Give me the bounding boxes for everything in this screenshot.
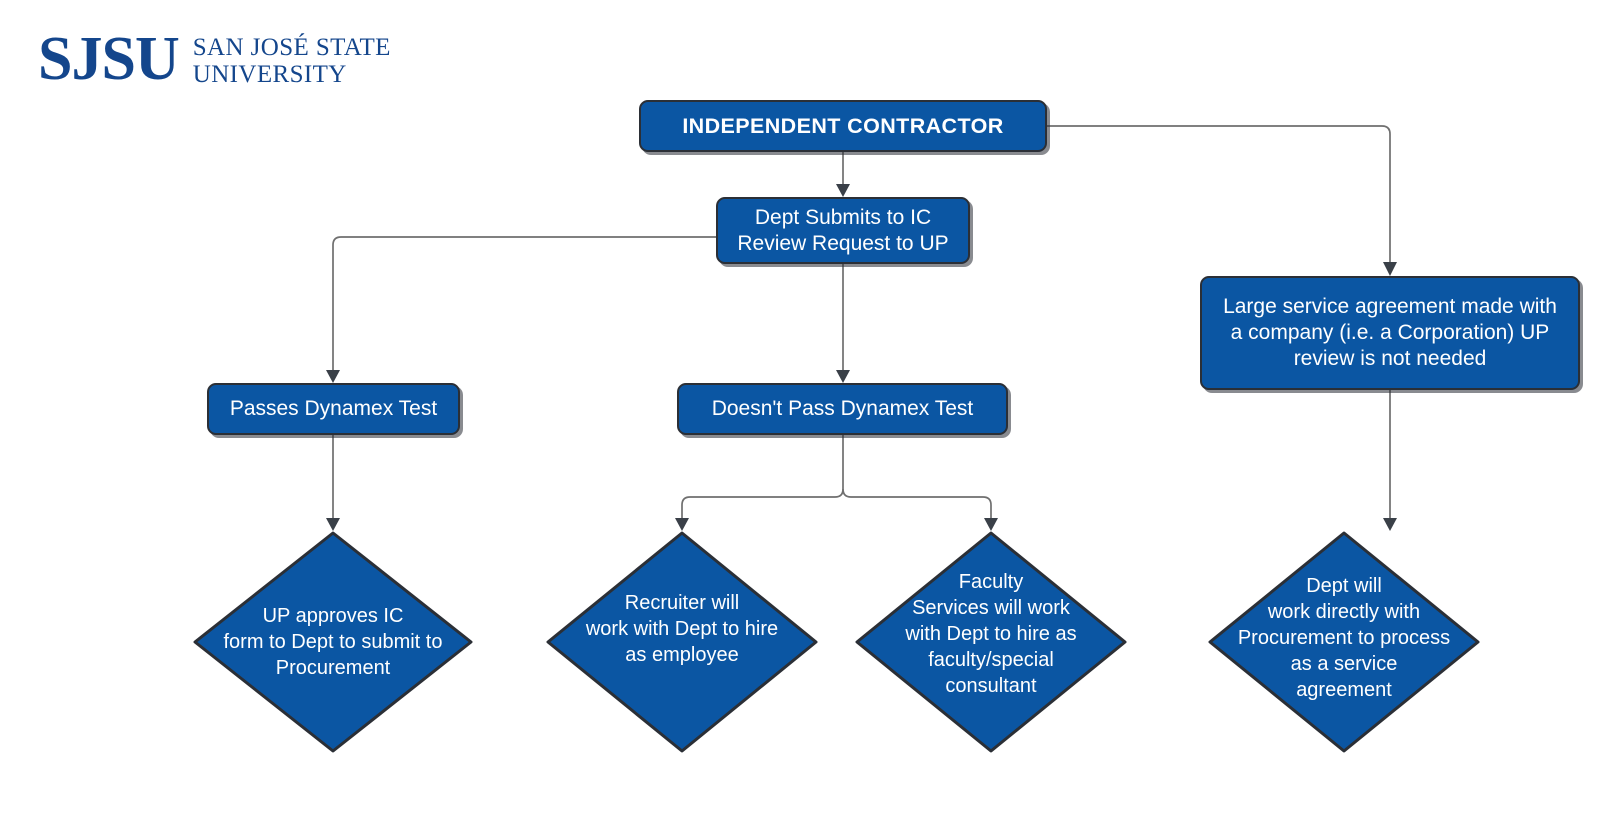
node-independent-contractor[interactable]: INDEPENDENT CONTRACTOR	[639, 100, 1047, 152]
edge-ic-to-large-service	[1047, 125, 1391, 262]
arrowhead-to-faculty	[984, 518, 998, 531]
arrowhead-to-dept-proc	[1383, 518, 1397, 531]
node-dept-proc-line1: Dept will	[1306, 575, 1382, 597]
node-up-approves-line1: UP approves IC	[262, 605, 404, 627]
node-recruiter-hire-label: Recruiter will work with Dept to hire as…	[543, 590, 821, 668]
arrowheads	[326, 184, 1397, 531]
node-recruiter-line3: as employee	[625, 644, 739, 666]
node-faculty-line5: consultant	[945, 675, 1037, 697]
node-faculty-line3: with Dept to hire as	[905, 623, 1077, 645]
faculty-diamond-shape	[855, 531, 1127, 753]
node-up-approves-line3: Procurement	[275, 657, 391, 679]
node-independent-contractor-label: INDEPENDENT CONTRACTOR	[682, 114, 1004, 138]
node-dept-submits-line2: Review Request to UP	[737, 231, 949, 255]
node-large-service-agreement[interactable]: Large service agreement made with a comp…	[1200, 276, 1580, 390]
arrowhead-to-dept-submits	[836, 184, 850, 197]
sjsu-logo-mark: SJSU	[38, 25, 180, 93]
node-large-service-line1: Large service agreement made with	[1223, 295, 1557, 318]
node-large-service-agreement-label: Large service agreement made with a comp…	[1213, 294, 1567, 372]
node-dept-proc-line3: Procurement to process	[1237, 627, 1451, 649]
node-up-approves[interactable]: UP approves IC form to Dept to submit to…	[190, 528, 476, 756]
arrowhead-to-large-service	[1383, 262, 1397, 276]
sjsu-logo-line1: SAN JOSÉ STATE	[192, 34, 391, 61]
edge-doesnt-pass-split	[681, 435, 844, 518]
sjsu-logo: SJSU SAN JOSÉ STATE UNIVERSITY	[38, 28, 391, 90]
node-dept-submits-label: Dept Submits to IC Review Request to UP	[727, 205, 958, 257]
node-passes-dynamex[interactable]: Passes Dynamex Test	[207, 383, 460, 435]
node-dept-procurement[interactable]: Dept will work directly with Procurement…	[1205, 528, 1483, 756]
node-dept-proc-line2: work directly with	[1267, 601, 1421, 623]
node-dept-submits[interactable]: Dept Submits to IC Review Request to UP	[716, 197, 970, 264]
node-dept-proc-line5: agreement	[1296, 679, 1392, 701]
node-dept-submits-line1: Dept Submits to IC	[754, 205, 932, 229]
node-up-approves-line2: form to Dept to submit to	[223, 631, 443, 653]
node-dept-procurement-label: Dept will work directly with Procurement…	[1205, 573, 1483, 703]
sjsu-logo-wordmark: SAN JOSÉ STATE UNIVERSITY	[193, 34, 391, 88]
edge-dept-submits-to-passes	[332, 236, 716, 370]
node-large-service-line2: a company (i.e. a Corporation) UP	[1230, 321, 1550, 344]
node-recruiter-hire[interactable]: Recruiter will work with Dept to hire as…	[543, 528, 821, 756]
up-approves-diamond-shape	[193, 531, 473, 753]
node-faculty-line1: Faculty	[958, 571, 1024, 593]
arrowhead-to-doesnt-pass	[836, 370, 850, 383]
node-faculty-services-label: Faculty Services will work with Dept to …	[852, 569, 1130, 699]
node-recruiter-line2: work with Dept to hire	[585, 618, 779, 640]
node-faculty-services[interactable]: Faculty Services will work with Dept to …	[852, 528, 1130, 756]
node-faculty-line2: Services will work	[912, 597, 1070, 619]
node-large-service-line3: review is not needed	[1293, 347, 1487, 370]
node-dept-proc-line4: as a service	[1290, 653, 1398, 675]
arrowhead-to-up-approves	[326, 518, 340, 531]
edge-doesnt-pass-split-right	[842, 488, 992, 518]
sjsu-logo-line2: UNIVERSITY	[192, 61, 347, 88]
node-faculty-line4: faculty/special	[928, 649, 1054, 671]
dept-procurement-diamond-shape	[1208, 531, 1480, 753]
arrowhead-to-passes	[326, 370, 340, 383]
node-doesnt-pass-dynamex[interactable]: Doesn't Pass Dynamex Test	[677, 383, 1008, 435]
node-passes-dynamex-label: Passes Dynamex Test	[229, 397, 438, 420]
node-doesnt-pass-dynamex-label: Doesn't Pass Dynamex Test	[711, 397, 974, 420]
node-recruiter-line1: Recruiter will	[624, 592, 740, 614]
recruiter-diamond-shape	[546, 531, 818, 753]
node-up-approves-label: UP approves IC form to Dept to submit to…	[190, 603, 476, 681]
arrowhead-to-recruiter	[675, 518, 689, 531]
